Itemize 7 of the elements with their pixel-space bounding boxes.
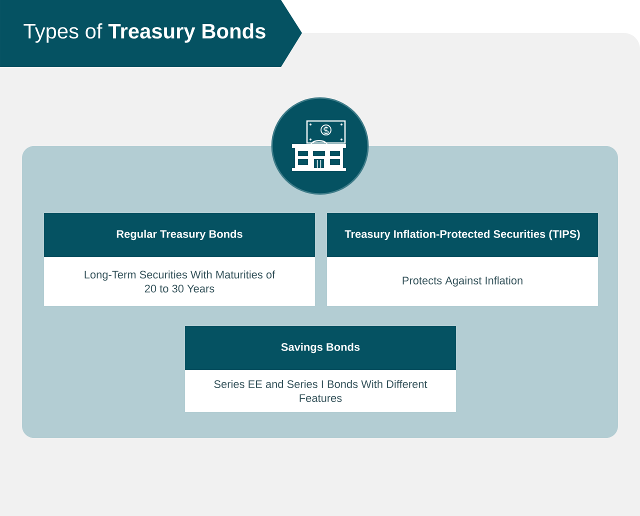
title-banner: Types of Treasury Bonds <box>0 0 302 67</box>
card-header: Treasury Inflation-Protected Securities (TIPS) <box>327 212 598 257</box>
card-body: Protects Against Inflation <box>327 256 598 306</box>
card-body: Series EE and Series I Bonds With Different Features <box>185 370 456 412</box>
card-header: Regular Treasury Bonds <box>44 212 315 257</box>
card-header: Savings Bonds <box>185 326 456 370</box>
card-body: Long-Term Securities With Maturities of 20 to 30 Years <box>44 256 315 306</box>
